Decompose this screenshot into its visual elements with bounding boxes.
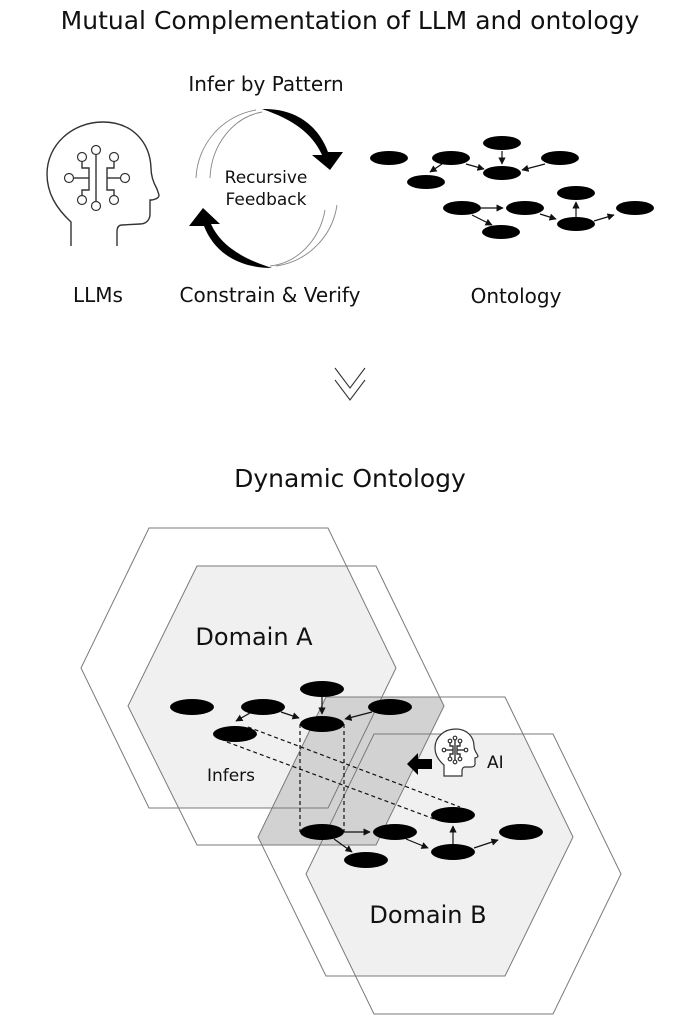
ai-label: AI [487,753,504,773]
ontology-graph-icon [370,136,654,239]
domain-b-graph [300,807,543,868]
constrain-verify-label: Constrain & Verify [180,283,361,307]
domain-b-label: Domain B [369,901,486,929]
double-chevron-down-icon [334,367,366,401]
recursive-label: Recursive [225,168,308,188]
ai-head-icon [434,728,479,777]
domain-a-outer-hexagon [80,527,397,809]
llm-head-icon [46,121,160,246]
domain-a-graph [170,681,412,742]
dynamic-ontology-title: Dynamic Ontology [234,464,466,493]
feedback-label: Feedback [226,190,307,210]
domain-b-outer-hexagon [305,733,622,1015]
domain-a-inner-hexagon [127,565,445,846]
ontology-label: Ontology [471,284,562,308]
inference-links [226,724,461,832]
main-title: Mutual Complementation of LLM and ontolo… [61,6,640,35]
domain-a-label: Domain A [195,623,313,651]
domain-b-inner-hexagon [257,696,574,977]
recursive-cycle-arrows-icon [189,108,343,268]
left-arrow-icon [407,753,432,775]
infer-by-pattern-label: Infer by Pattern [188,72,343,96]
infers-label: Infers [207,766,255,786]
llms-label: LLMs [73,283,123,307]
